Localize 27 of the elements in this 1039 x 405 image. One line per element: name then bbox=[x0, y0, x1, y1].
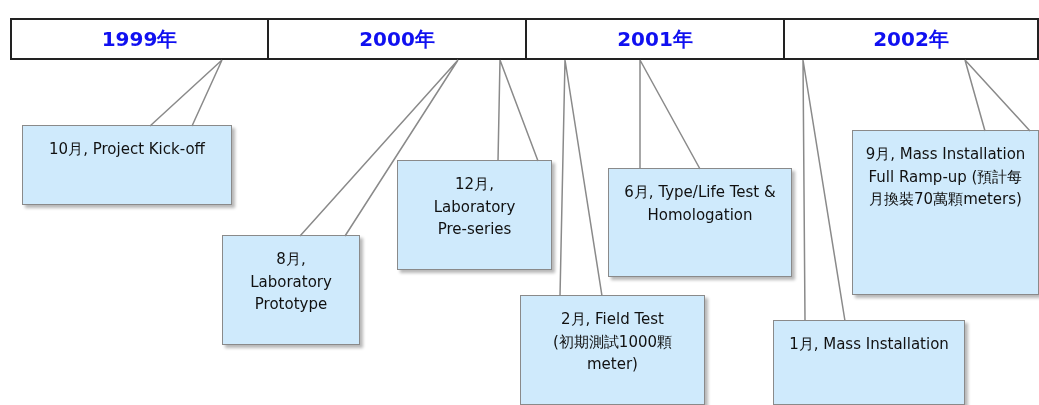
callout-box bbox=[222, 235, 360, 345]
year-header-cell bbox=[783, 18, 1039, 60]
milestone-text: 8月, Laboratory Prototype bbox=[249, 249, 333, 315]
callout-pointer bbox=[802, 59, 846, 322]
callout-pointer bbox=[559, 59, 603, 297]
year-label: 1999年 bbox=[101, 25, 178, 53]
year-header-cell bbox=[267, 18, 527, 60]
milestone-text: 10月, Project Kick-off bbox=[49, 139, 205, 160]
year-header-cell bbox=[525, 18, 785, 60]
year-label: 2000年 bbox=[359, 25, 435, 53]
callout-pointer bbox=[298, 59, 459, 237]
callout-pointer bbox=[148, 59, 223, 127]
year-label: 2002年 bbox=[873, 25, 949, 53]
year-header-cell bbox=[10, 18, 269, 60]
milestone-text: 12月, Laboratory Pre-series bbox=[432, 174, 517, 240]
callout-box bbox=[397, 160, 552, 270]
milestone-text: 1月, Mass Installation bbox=[789, 334, 949, 355]
callout-pointer bbox=[964, 59, 1032, 132]
callout-pointer bbox=[497, 59, 540, 162]
callout-box bbox=[773, 320, 965, 405]
callout-box bbox=[852, 130, 1039, 295]
callout-box bbox=[520, 295, 705, 405]
milestone-text: 2月, Field Test (初期測試1000顆meter) bbox=[552, 309, 673, 375]
milestone-text: 6月, Type/Life Test & Homologation bbox=[623, 182, 777, 226]
milestone-text: 9月, Mass Installation Full Ramp-up (預計每月換裝70萬顆meters) bbox=[865, 144, 1026, 210]
callout-pointer bbox=[639, 59, 702, 170]
year-label: 2001年 bbox=[617, 25, 693, 53]
